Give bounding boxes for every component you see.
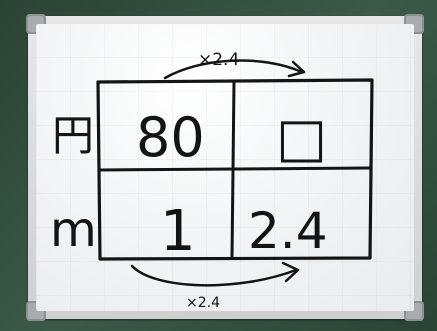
bottom-arrowhead xyxy=(281,261,300,283)
row-label-yen: 円 xyxy=(52,111,94,160)
table-horizontal-divider xyxy=(98,166,372,172)
top-arrow xyxy=(163,59,304,80)
row-label-m: m xyxy=(50,202,97,258)
top-arrowhead xyxy=(287,60,306,78)
table-outline xyxy=(96,78,374,261)
bottom-multiplier-label: ×2.4 xyxy=(186,295,220,311)
cell-yen-value: 80 xyxy=(136,106,205,169)
bottom-arrow xyxy=(130,264,298,287)
top-multiplier-label: ×2.4 xyxy=(198,50,239,70)
cell-meter-value: 1 xyxy=(160,199,196,264)
cell-meter-result: 2.4 xyxy=(248,202,328,260)
cell-unknown-box: □ xyxy=(276,106,327,169)
